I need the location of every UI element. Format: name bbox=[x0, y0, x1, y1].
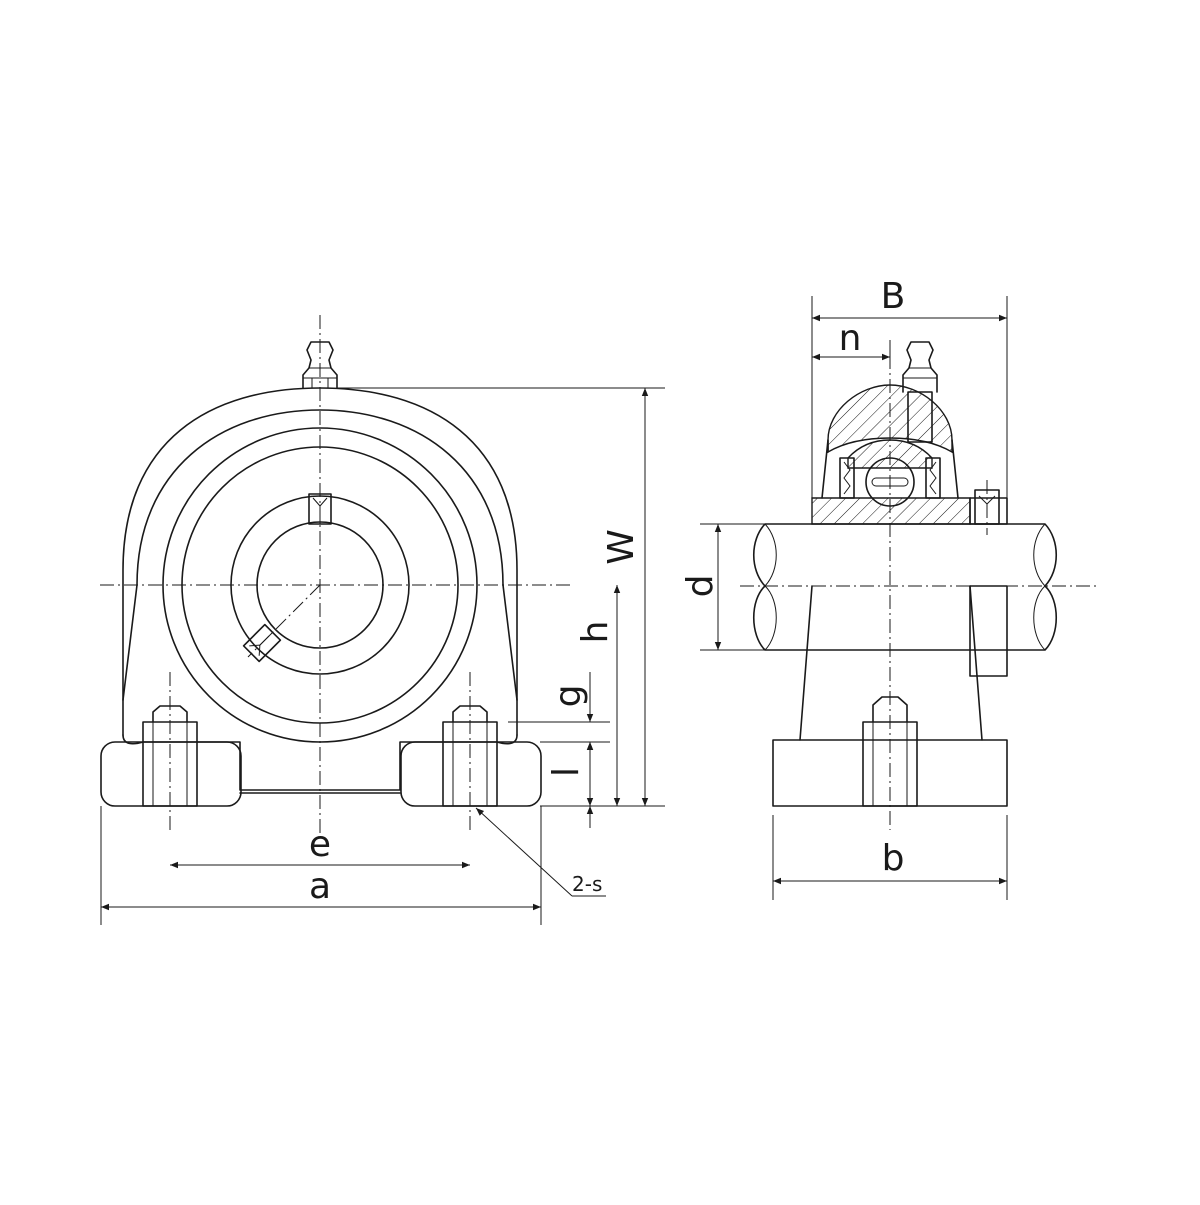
label-d: d bbox=[680, 575, 721, 598]
housing-inner bbox=[122, 409, 518, 701]
inner-ring-section bbox=[811, 497, 971, 525]
label-a: a bbox=[309, 866, 331, 907]
shaft bbox=[753, 523, 1057, 651]
label-W: W bbox=[601, 529, 642, 565]
foot-right bbox=[400, 741, 542, 807]
label-h: h bbox=[575, 621, 616, 644]
label-n: n bbox=[839, 318, 862, 359]
pedestal-body bbox=[799, 585, 983, 741]
side-view: B n d b bbox=[680, 276, 1100, 900]
leader-2s bbox=[475, 807, 573, 897]
label-b: b bbox=[882, 838, 905, 879]
side-grease-nipple-icon bbox=[902, 341, 938, 443]
label-g: g bbox=[548, 685, 589, 708]
foot-left bbox=[100, 741, 242, 807]
label-e: e bbox=[309, 824, 331, 865]
label-B: B bbox=[881, 276, 906, 317]
label-l: l bbox=[546, 767, 587, 777]
label-2s: 2-s bbox=[572, 872, 602, 896]
front-view: W h g l e a 2-s bbox=[100, 315, 665, 925]
